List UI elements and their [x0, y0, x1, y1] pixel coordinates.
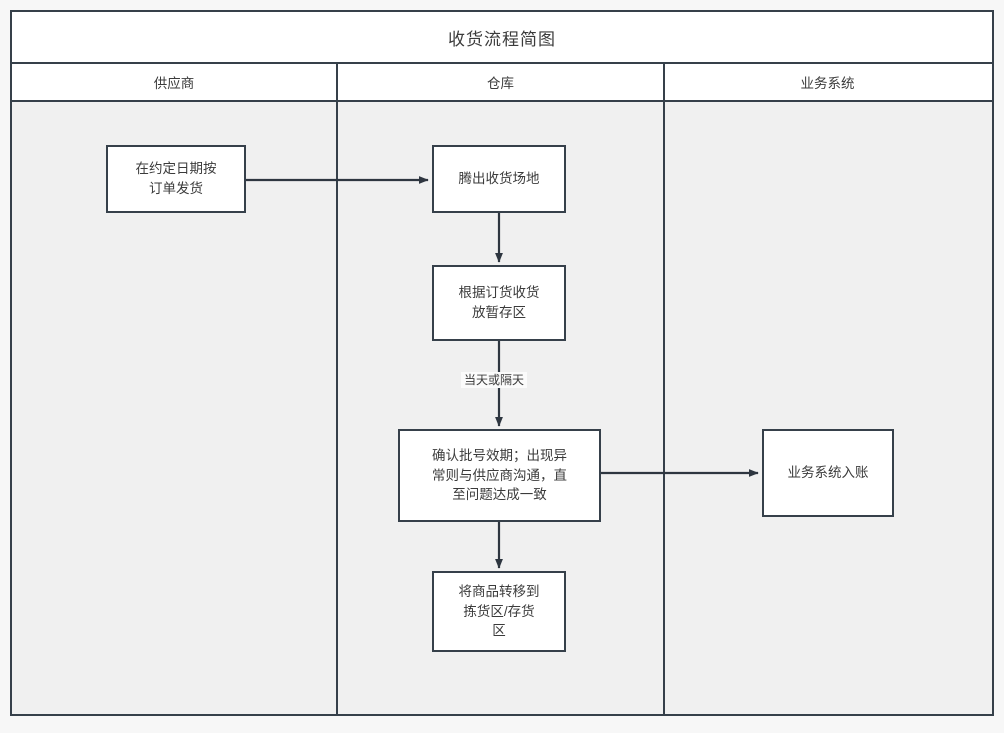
- lane-column-business-system: [665, 102, 990, 714]
- edge-label-same-or-next-day: 当天或隔天: [461, 372, 528, 389]
- node-verify-batch-expiry[interactable]: 确认批号效期；出现异 常则与供应商沟通，直 至问题达成一致: [398, 429, 601, 522]
- node-move-to-picking-storage[interactable]: 将商品转移到 拣货区/存货 区: [432, 571, 566, 652]
- lane-header-warehouse: 仓库: [338, 64, 665, 100]
- lane-column-warehouse: [338, 102, 665, 714]
- lane-column-supplier: [12, 102, 338, 714]
- lane-header-row: 供应商 仓库 业务系统: [12, 64, 992, 102]
- node-clear-receiving-area[interactable]: 腾出收货场地: [432, 145, 566, 213]
- node-supplier-ship-on-date[interactable]: 在约定日期按 订单发货: [106, 145, 246, 213]
- lane-header-supplier: 供应商: [12, 64, 338, 100]
- lane-header-business-system: 业务系统: [800, 76, 855, 91]
- node-receive-to-buffer-zone[interactable]: 根据订货收货 放暂存区: [432, 265, 566, 341]
- node-post-to-business-system[interactable]: 业务系统入账: [762, 429, 894, 517]
- page-title: 收货流程简图: [12, 12, 992, 64]
